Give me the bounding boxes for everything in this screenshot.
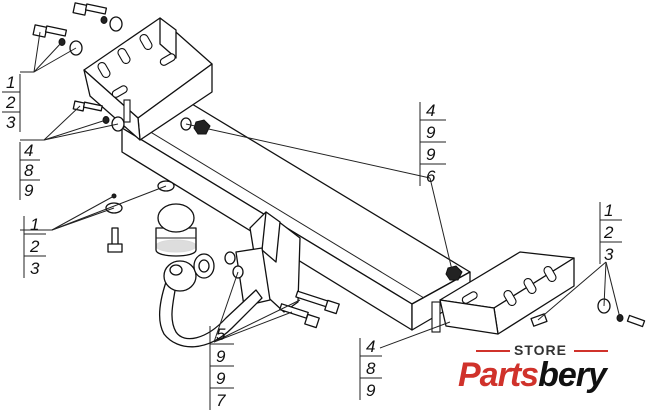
tow-ball-arm — [158, 253, 263, 348]
callout-right: 1 2 3 — [599, 201, 622, 264]
callout-number: 7 — [216, 391, 226, 410]
callout-number: 3 — [30, 259, 40, 278]
logo-brand-red: Parts — [458, 356, 539, 394]
callout-center-right: 4 9 9 6 — [419, 101, 446, 186]
callout-number: 1 — [6, 73, 15, 92]
callout-left-mid: 4 8 9 — [19, 141, 40, 200]
callout-top-left: 1 2 3 — [2, 73, 21, 132]
callout-number: 3 — [6, 113, 16, 132]
logo-store-text: STORE — [514, 342, 567, 358]
callout-number: 1 — [604, 201, 613, 220]
callout-number: 2 — [29, 237, 40, 256]
callout-bottom-right: 4 8 9 — [359, 337, 382, 400]
callout-number: 8 — [24, 161, 34, 180]
ball-cover — [155, 203, 197, 257]
callout-number: 5 — [216, 325, 226, 344]
logo-bar-right — [574, 350, 608, 352]
callout-number: 4 — [426, 101, 435, 120]
logo-bar-left — [476, 350, 510, 352]
callout-number: 9 — [366, 381, 376, 400]
callout-number: 9 — [426, 123, 436, 142]
logo-brand-black: bery — [538, 356, 607, 394]
callout-number: 9 — [216, 369, 226, 388]
partsbery-logo: STORE Partsbery — [446, 336, 649, 420]
callout-number: 9 — [24, 181, 34, 200]
callout-number: 1 — [30, 215, 39, 234]
callout-number: 9 — [216, 347, 226, 366]
callout-left-low: 1 2 3 — [23, 215, 46, 278]
callout-number: 2 — [603, 223, 614, 242]
callout-number: 8 — [366, 359, 376, 378]
logo-brand: Partsbery — [458, 356, 607, 395]
callout-bottom-mid: 5 9 9 7 — [209, 325, 234, 410]
callout-number: 2 — [5, 93, 16, 112]
callout-number: 4 — [366, 337, 375, 356]
callout-number: 4 — [24, 141, 33, 160]
right-mounting-bracket — [431, 251, 575, 335]
socket-bracket — [235, 211, 301, 313]
callout-number: 3 — [604, 245, 614, 264]
fasteners — [32, 2, 646, 329]
callout-number: 9 — [426, 145, 436, 164]
leader-lines — [20, 31, 621, 349]
callout-number: 6 — [426, 167, 436, 186]
left-mounting-bracket — [83, 17, 213, 141]
